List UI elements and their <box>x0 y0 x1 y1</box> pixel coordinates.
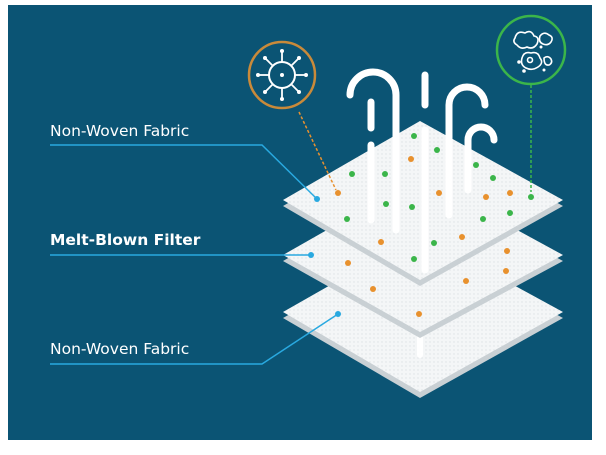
mask-layers-diagram: Non-Woven Fabric Melt-Blown Filter Non-W… <box>8 5 592 440</box>
dust-particles <box>344 133 534 262</box>
outer-layer-label: Non-Woven Fabric <box>50 122 190 140</box>
leader-dots <box>308 196 341 317</box>
middle-layer-label: Melt-Blown Filter <box>50 231 201 249</box>
virus-icon <box>247 40 317 110</box>
air-lettering-artwork <box>346 68 498 274</box>
dust-particles-icon <box>495 14 567 86</box>
outer-layer-leader-line <box>50 144 318 200</box>
diagram-artwork <box>50 14 567 398</box>
particles <box>335 133 534 317</box>
virus-particles <box>335 156 513 317</box>
inner-layer-label: Non-Woven Fabric <box>50 340 190 358</box>
leader-lines <box>50 144 339 365</box>
virus-callout-line <box>298 111 337 191</box>
inner-layer-leader-line <box>50 313 339 365</box>
